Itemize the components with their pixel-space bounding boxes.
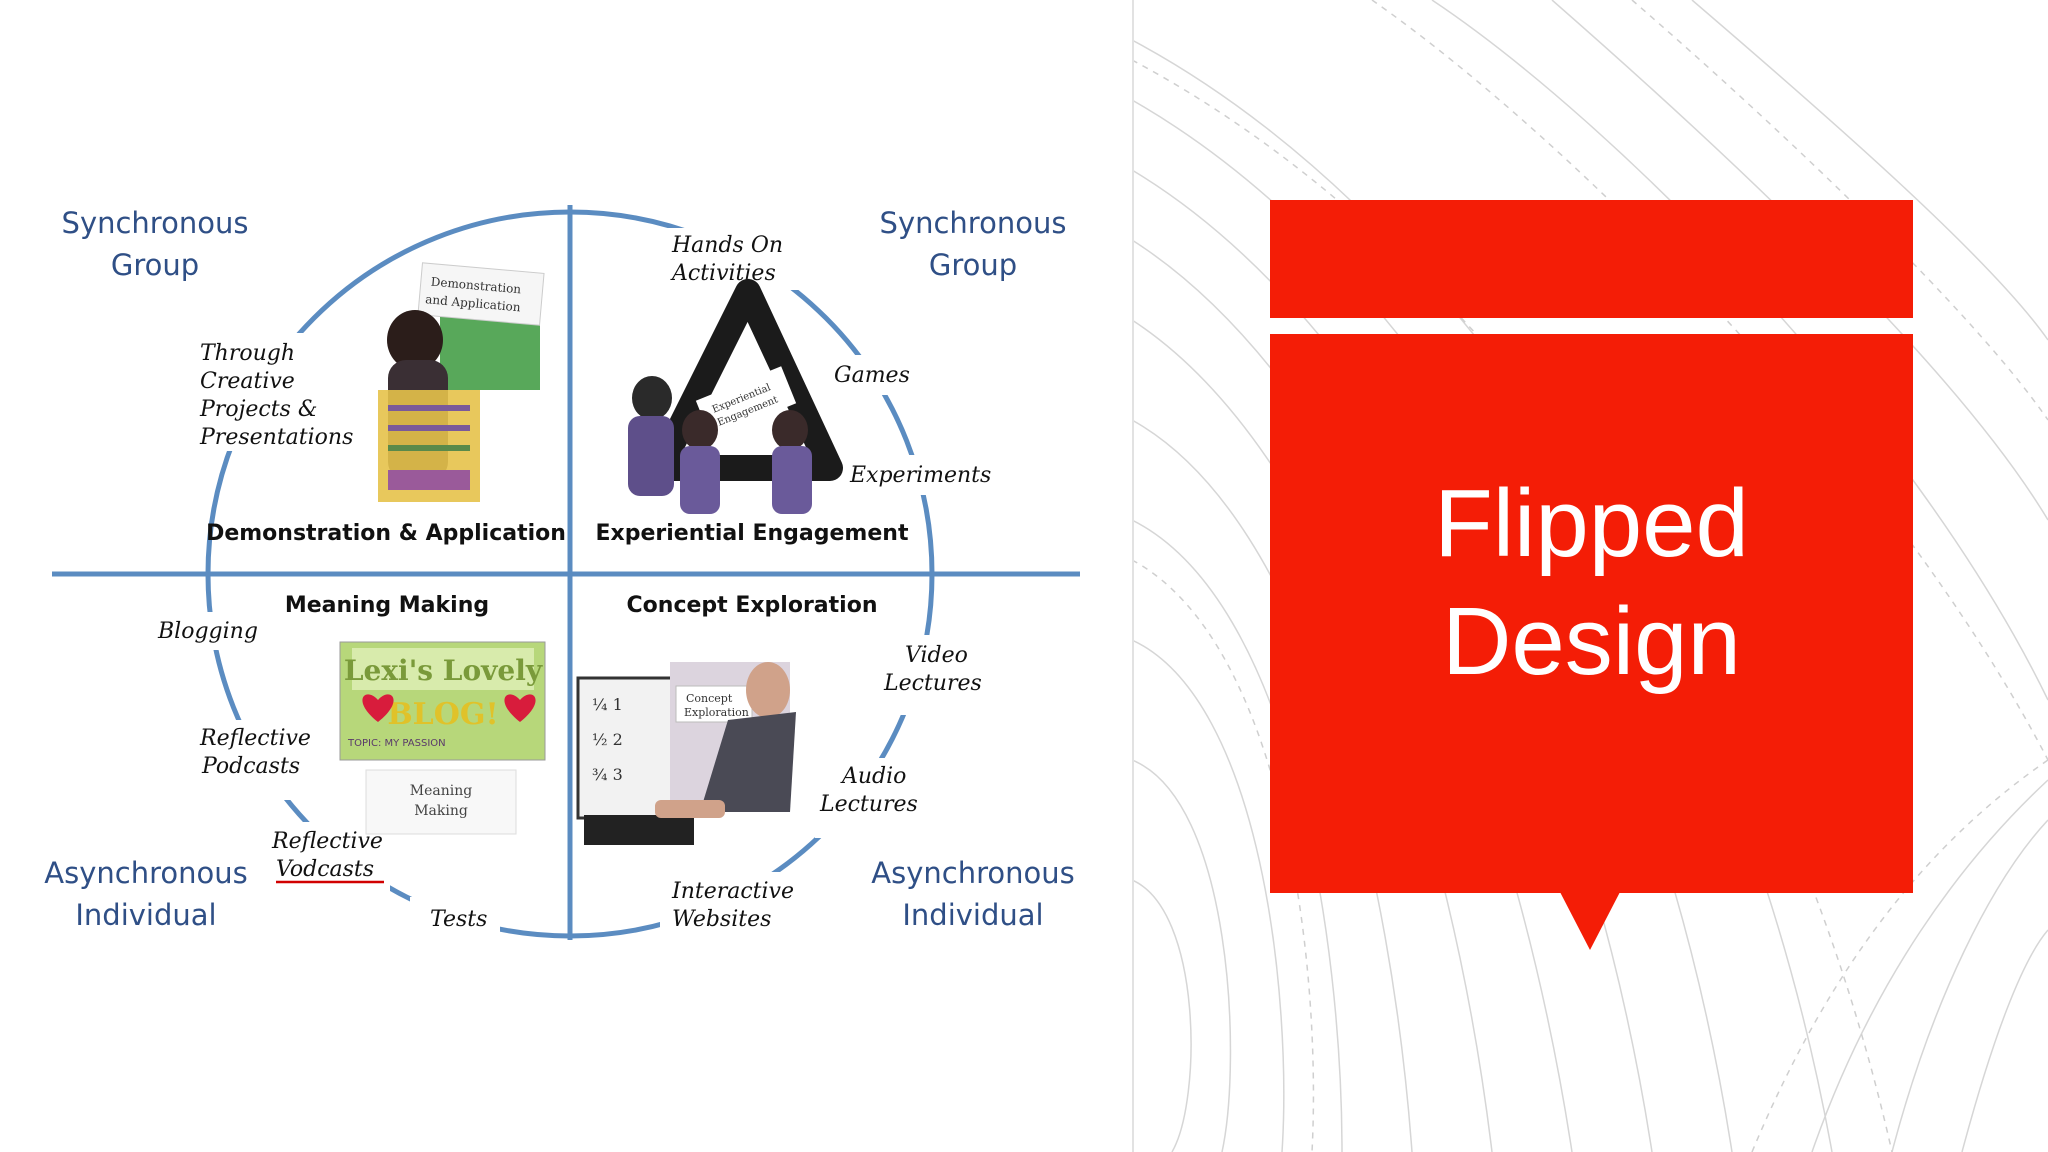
slide-divider xyxy=(1132,0,1134,1152)
photo-demonstration: Demonstration and Application xyxy=(378,262,545,502)
title-callout: Flipped Design xyxy=(1270,334,1913,893)
corner-label-bottom-left-1: Asynchronous xyxy=(44,856,247,890)
activity-hands-on-1: Hands On xyxy=(671,233,783,258)
callout-pointer xyxy=(1560,892,1620,950)
activity-audio-lectures-2: Lectures xyxy=(819,792,918,817)
activity-audio-lectures-1: Audio xyxy=(840,764,906,789)
activity-through-2: Creative xyxy=(200,369,295,394)
quadrant-heading-demonstration: Demonstration & Application xyxy=(206,521,566,546)
slide-title: Flipped Design xyxy=(1434,465,1749,701)
quadrant-heading-meaning: Meaning Making xyxy=(285,593,489,618)
corner-label-top-right-2: Group xyxy=(929,248,1017,282)
corner-label-bottom-right-1: Asynchronous xyxy=(871,856,1074,890)
activity-hands-on-2: Activities xyxy=(670,261,776,286)
activity-games: Games xyxy=(834,363,910,388)
activity-through-4: Presentations xyxy=(199,425,353,450)
photo-caption-concept-1: Concept xyxy=(686,692,733,705)
activity-through-1: Through xyxy=(200,341,295,366)
photo-concept: ¼ 1 ½ 2 ¾ 3 Concept Exploration xyxy=(576,662,796,845)
photo-caption-blog-2: BLOG! xyxy=(387,697,498,732)
photo-caption-blog-1: Lexi's Lovely xyxy=(344,654,543,687)
activity-blogging: Blogging xyxy=(157,619,258,644)
activity-tests: Tests xyxy=(430,907,487,932)
activity-vodcasts-1: Reflective xyxy=(271,829,383,854)
corner-label-top-left-2: Group xyxy=(111,248,199,282)
photo-caption-blog-sub: TOPIC: MY PASSION xyxy=(347,738,446,749)
activity-video-lectures-1: Video xyxy=(905,643,968,668)
flipped-learning-diagram: Synchronous Group Synchronous Group Asyn… xyxy=(44,205,1080,942)
photo-caption-concept-2: Exploration xyxy=(684,706,749,719)
activity-vodcasts-2: Vodcasts xyxy=(276,857,374,882)
photo-caption-meaning-1: Meaning xyxy=(410,783,472,799)
activity-through-3: Projects & xyxy=(199,397,317,422)
activity-podcasts-2: Podcasts xyxy=(201,754,300,779)
corner-label-bottom-left-2: Individual xyxy=(75,898,216,932)
photo-triangle: Experiential Engagement xyxy=(628,279,843,514)
slide-title-line-1: Flipped xyxy=(1434,469,1749,577)
photo-blog: Lexi's Lovely BLOG! TOPIC: MY PASSION Me… xyxy=(339,641,546,835)
activity-interactive-websites-1: Interactive xyxy=(671,879,794,904)
activity-podcasts-1: Reflective xyxy=(199,726,311,751)
activity-interactive-websites-2: Websites xyxy=(672,907,771,932)
photo-caption-meaning-2: Making xyxy=(414,803,468,819)
slide-title-line-2: Design xyxy=(1442,587,1741,695)
quadrant-heading-experiential: Experiential Engagement xyxy=(596,521,909,546)
activity-video-lectures-2: Lectures xyxy=(883,671,982,696)
corner-label-top-right-1: Synchronous xyxy=(880,206,1067,240)
svg-text:¾ 3: ¾ 3 xyxy=(592,765,623,784)
quadrant-heading-concept: Concept Exploration xyxy=(627,593,878,618)
corner-label-bottom-right-2: Individual xyxy=(902,898,1043,932)
svg-text:½ 2: ½ 2 xyxy=(592,730,623,749)
activity-experiments: Experiments xyxy=(849,463,991,488)
svg-text:¼ 1: ¼ 1 xyxy=(592,695,623,714)
corner-label-top-left-1: Synchronous xyxy=(62,206,249,240)
title-accent-bar xyxy=(1270,200,1913,318)
